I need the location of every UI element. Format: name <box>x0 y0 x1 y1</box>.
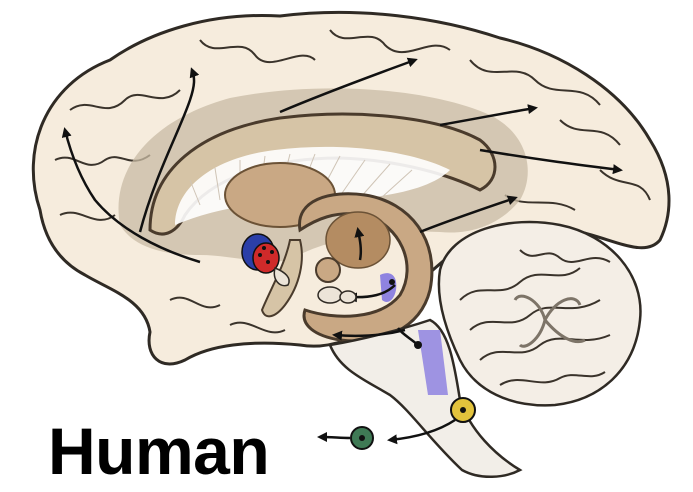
cerebellum <box>439 222 641 405</box>
species-caption: Human <box>48 418 269 484</box>
mammillary-body <box>316 258 340 282</box>
